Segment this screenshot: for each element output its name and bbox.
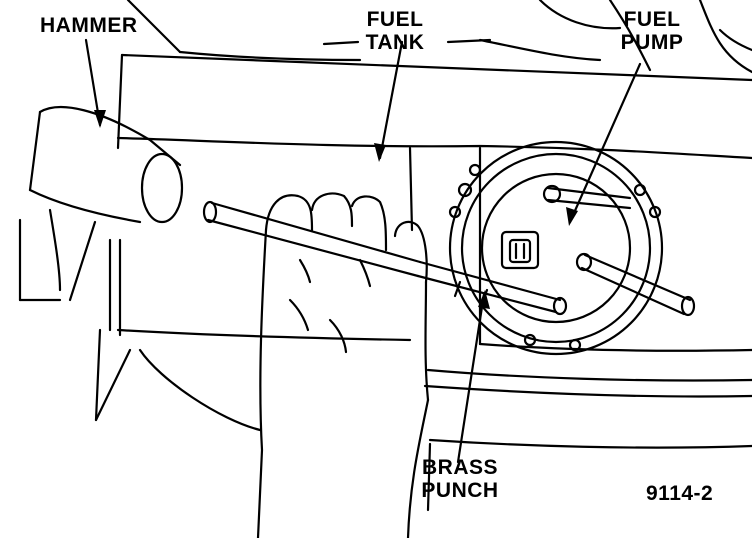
fuel-tank-label-line2: TANK — [365, 31, 425, 54]
brass-punch-arrowhead — [478, 290, 490, 309]
brass-punch-label-line1: BRASS — [421, 456, 498, 479]
fuel-tank-shape — [94, 53, 752, 512]
fuel-pump-assembly — [448, 140, 696, 356]
hammer-label: HAMMER — [40, 14, 138, 37]
leader-lines — [84, 38, 642, 464]
fuel-tank-leader-line — [378, 40, 404, 160]
brass-punch-shape — [202, 200, 568, 316]
fuel-tank-label: FUEL TANK — [360, 8, 430, 54]
fuel-tank-arrowhead — [374, 143, 386, 162]
fuel-pump-label: FUEL PUMP — [612, 8, 692, 54]
brass-punch-label-line2: PUNCH — [421, 479, 499, 502]
brass-punch-leader-line — [456, 292, 486, 464]
fuel-pump-arrowhead — [566, 207, 578, 226]
brass-punch-label: BRASS PUNCH — [415, 456, 505, 502]
fuel-pump-leader-line — [568, 62, 642, 224]
vehicle-body-outline — [18, 0, 752, 302]
arrowheads — [94, 110, 578, 309]
figure-number: 9114-2 — [646, 482, 714, 505]
fuel-pump-label-line1: FUEL — [623, 8, 681, 31]
hand-shape — [256, 192, 430, 540]
fuel-tank-label-line1: FUEL — [366, 8, 424, 31]
hammer-arrowhead — [94, 110, 106, 128]
hammer-shape — [28, 105, 184, 302]
fuel-pump-label-line2: PUMP — [620, 31, 684, 54]
